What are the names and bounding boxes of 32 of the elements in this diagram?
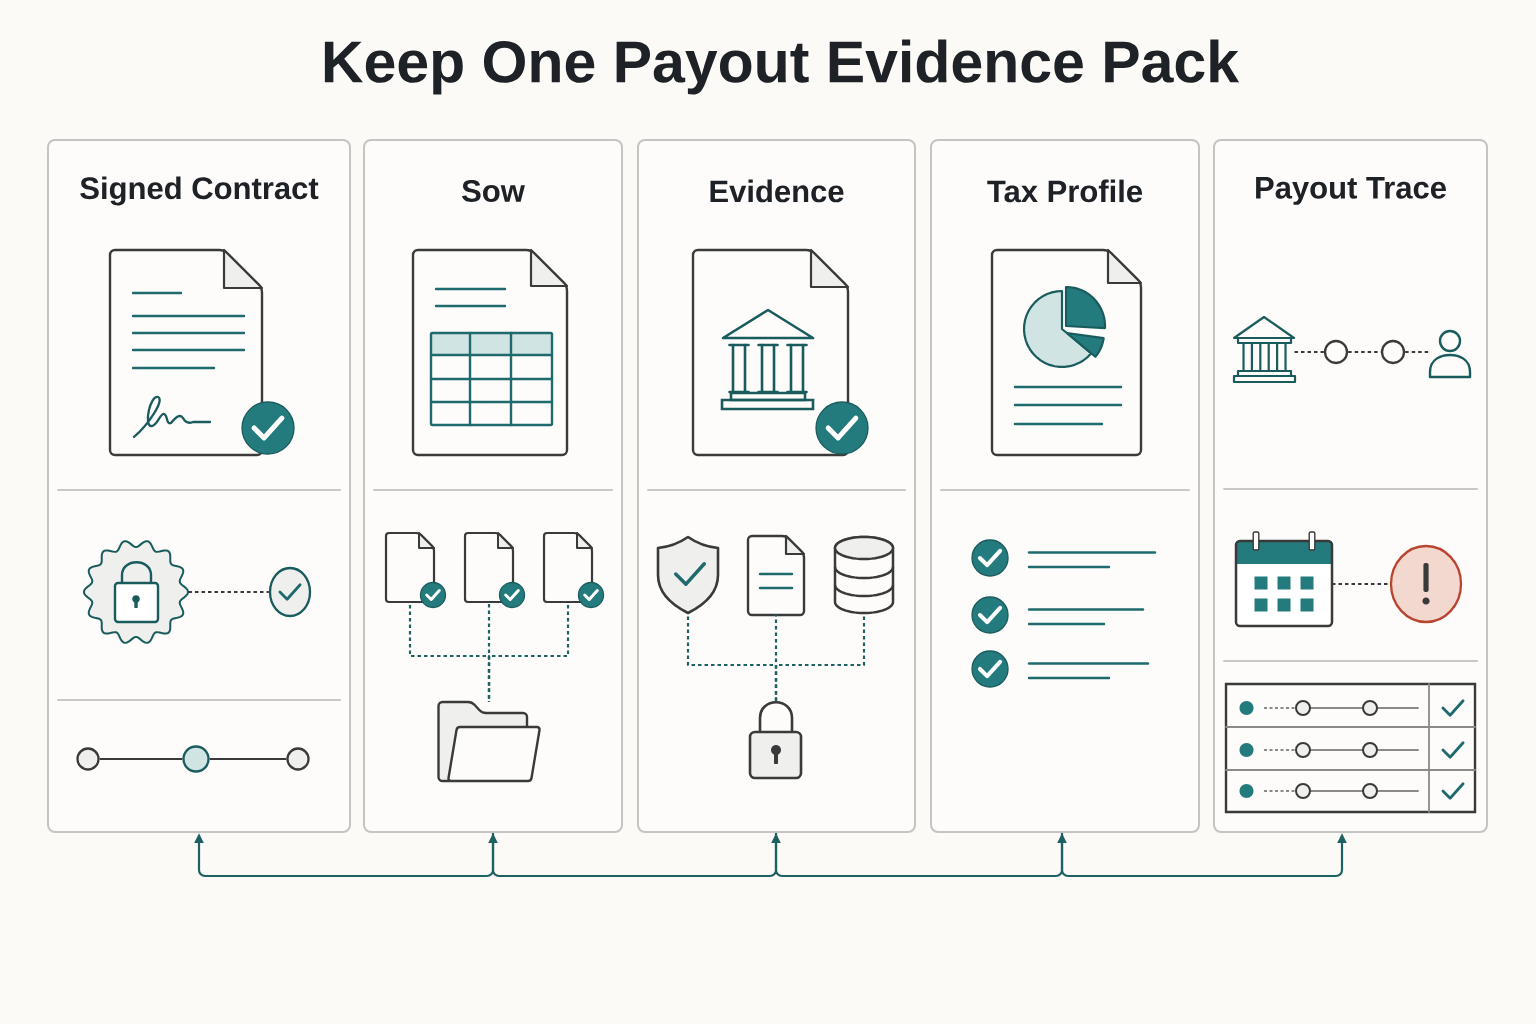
document-icon — [384, 531, 447, 609]
document-icon — [542, 531, 605, 609]
calendar-icon — [1234, 531, 1334, 628]
arrow — [491, 833, 781, 878]
arrow — [1060, 833, 1347, 878]
folder-icon — [437, 700, 541, 783]
dashed-line — [1405, 350, 1430, 354]
connector-line — [209, 757, 287, 761]
dashed-line — [1294, 350, 1324, 354]
document-icon — [463, 531, 526, 609]
timeline-dot — [286, 747, 310, 771]
arrow — [774, 833, 1067, 878]
title: Keep One Payout Evidence Pack — [324, 39, 1240, 95]
dashed-line — [188, 590, 269, 594]
alert-icon — [1389, 544, 1463, 624]
padlock-icon — [748, 701, 803, 780]
timeline-dot — [182, 745, 210, 773]
person-icon — [1428, 329, 1472, 379]
dashed-line — [1332, 582, 1390, 586]
dashed-line — [487, 602, 570, 702]
database-icon — [833, 535, 895, 615]
dashed-line — [774, 613, 866, 702]
step-circle — [1380, 339, 1406, 365]
dashed-line — [1348, 350, 1381, 354]
check-circle — [268, 566, 312, 618]
seal-badge — [82, 540, 190, 644]
connector-line — [99, 757, 183, 761]
document-icon — [746, 534, 806, 617]
bank-icon — [1232, 315, 1297, 384]
shield-icon — [656, 535, 720, 615]
timeline-dot — [76, 747, 100, 771]
step-circle — [1323, 339, 1349, 365]
